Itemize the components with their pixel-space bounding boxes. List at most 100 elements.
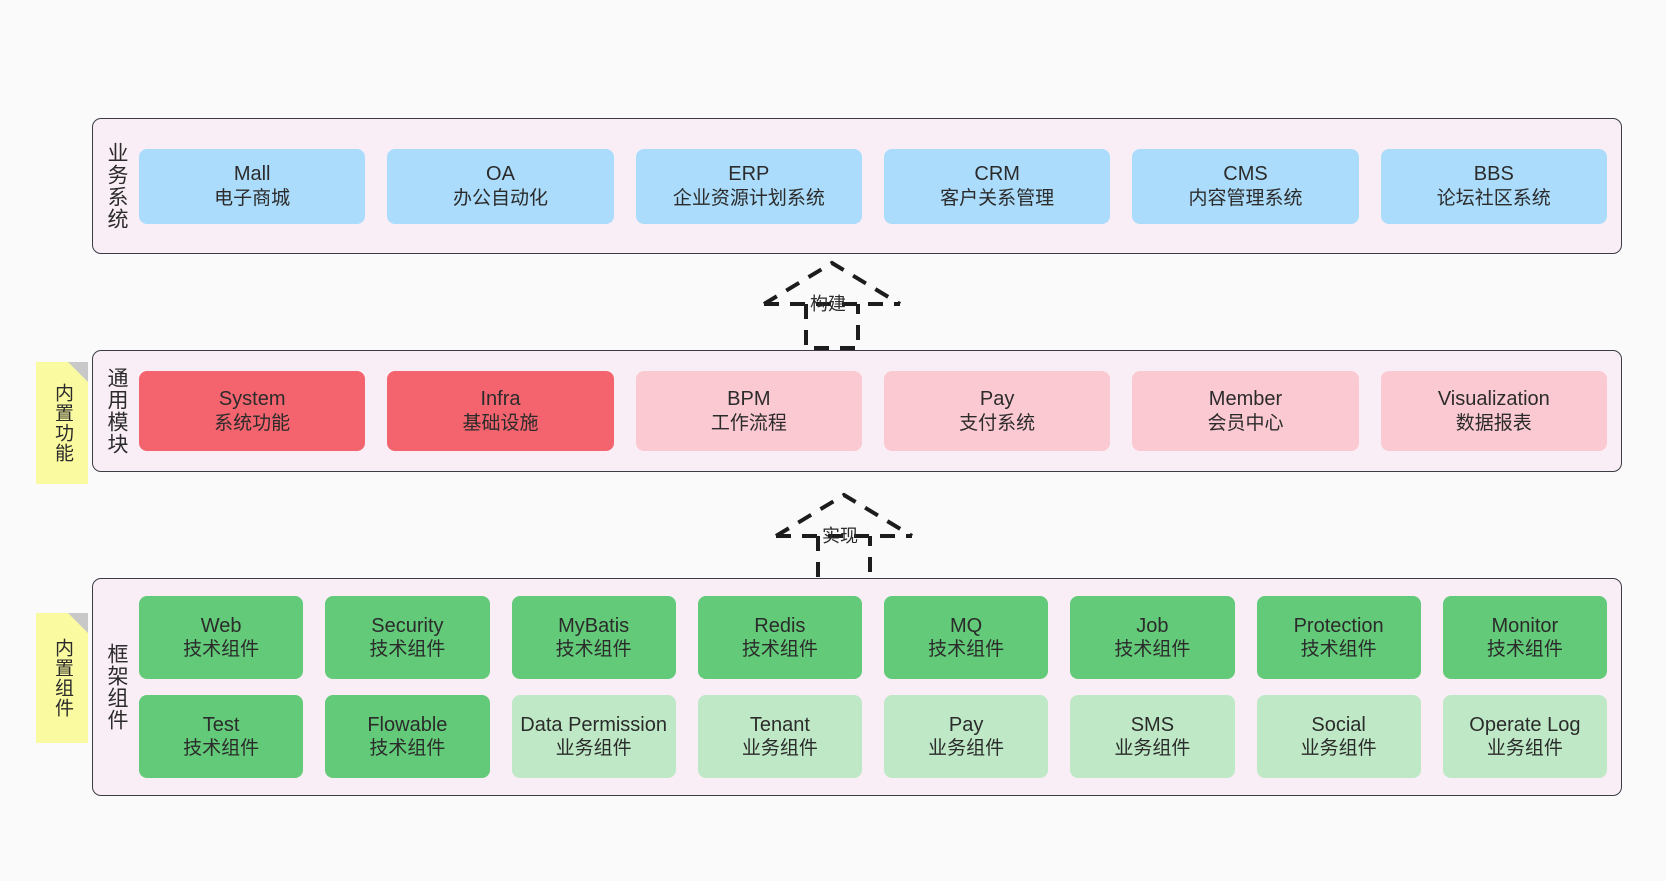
card-subtitle: 技术组件	[1486, 639, 1563, 661]
card-subtitle: 业务组件	[1486, 738, 1563, 760]
card-title: OA	[486, 163, 515, 186]
card-subtitle: 业务组件	[1114, 738, 1191, 760]
card-title: SMS	[1130, 713, 1175, 736]
connector-build: 构建	[760, 258, 905, 350]
card-subtitle: 技术组件	[183, 738, 260, 760]
card-crm[interactable]: CRM 客户关系管理	[883, 148, 1111, 224]
card-title: CMS	[1223, 163, 1268, 186]
layer-label-business-systems: 业务系统	[104, 142, 128, 230]
card-social[interactable]: Social 业务组件	[1256, 695, 1421, 778]
card-erp[interactable]: ERP 企业资源计划系统	[635, 148, 862, 224]
card-title: Test	[202, 713, 240, 736]
layer-label-common-modules: 通用模块	[104, 367, 128, 455]
layer-body-business-systems: Mall 电子商城 OA 办公自动化 ERP 企业资源计划系统 CRM 客户关系…	[139, 119, 1621, 253]
note-builtin-components: 内置组件	[36, 613, 88, 743]
card-security[interactable]: Security 技术组件	[325, 596, 490, 679]
card-title: Monitor	[1491, 614, 1559, 637]
card-test[interactable]: Test 技术组件	[139, 695, 304, 778]
card-job[interactable]: Job 技术组件	[1070, 596, 1235, 679]
card-title: BBS	[1473, 163, 1514, 186]
card-subtitle: 技术组件	[555, 639, 632, 661]
card-mybatis[interactable]: MyBatis 技术组件	[511, 596, 676, 679]
card-sms[interactable]: SMS 业务组件	[1070, 695, 1235, 778]
card-title: Mall	[233, 163, 271, 186]
card-title: MQ	[950, 614, 983, 637]
card-subtitle: 电子商城	[214, 187, 291, 209]
card-data-permission[interactable]: Data Permission 业务组件	[511, 695, 676, 778]
card-title: Visualization	[1437, 388, 1550, 411]
card-mq[interactable]: MQ 技术组件	[884, 596, 1049, 679]
card-subtitle: 会员中心	[1207, 412, 1284, 434]
card-subtitle: 支付系统	[959, 412, 1036, 434]
card-subtitle: 技术组件	[183, 639, 260, 661]
card-subtitle: 系统功能	[214, 412, 291, 434]
layer-body-common-modules: System 系统功能 Infra 基础设施 BPM 工作流程 Pay 支付系统…	[139, 351, 1621, 471]
card-pay-component[interactable]: Pay 业务组件	[884, 695, 1049, 778]
card-infra[interactable]: Infra 基础设施	[387, 371, 614, 451]
card-visualization[interactable]: Visualization 数据报表	[1380, 371, 1607, 451]
card-subtitle: 业务组件	[1300, 738, 1377, 760]
card-title: Job	[1136, 614, 1169, 637]
card-row: Test 技术组件 Flowable 技术组件 Data Permission …	[139, 695, 1607, 778]
note-fold-corner-icon	[68, 613, 88, 633]
card-oa[interactable]: OA 办公自动化	[387, 148, 614, 224]
card-row: Mall 电子商城 OA 办公自动化 ERP 企业资源计划系统 CRM 客户关系…	[139, 148, 1607, 224]
card-member[interactable]: Member 会员中心	[1132, 371, 1359, 451]
card-title: System	[218, 388, 286, 411]
card-title: Infra	[480, 388, 521, 411]
card-subtitle: 内容管理系统	[1188, 187, 1303, 209]
card-title: ERP	[728, 163, 770, 186]
note-builtin-functions: 内置功能	[36, 362, 88, 484]
card-row: Web 技术组件 Security 技术组件 MyBatis 技术组件 Redi…	[139, 596, 1607, 679]
card-bbs[interactable]: BBS 论坛社区系统	[1380, 148, 1607, 224]
card-subtitle: 技术组件	[928, 639, 1005, 661]
card-subtitle: 技术组件	[741, 639, 818, 661]
card-web[interactable]: Web 技术组件	[139, 596, 304, 679]
dashed-hollow-arrow-icon	[774, 492, 914, 582]
card-title: MyBatis	[558, 614, 630, 637]
card-title: Flowable	[367, 713, 448, 736]
card-title: Data Permission	[520, 713, 667, 736]
card-tenant[interactable]: Tenant 业务组件	[697, 695, 862, 778]
card-operate-log[interactable]: Operate Log 业务组件	[1442, 695, 1607, 778]
card-title: Redis	[754, 614, 806, 637]
card-title: Social	[1311, 713, 1366, 736]
layer-label-framework-components: 框架组件	[104, 643, 128, 731]
connector-implement: 实现	[772, 490, 917, 582]
card-subtitle: 技术组件	[369, 738, 446, 760]
card-subtitle: 客户关系管理	[940, 187, 1055, 209]
card-redis[interactable]: Redis 技术组件	[697, 596, 862, 679]
card-subtitle: 论坛社区系统	[1436, 187, 1551, 209]
card-monitor[interactable]: Monitor 技术组件	[1442, 596, 1607, 679]
layer-framework-components: 框架组件 Web 技术组件 Security 技术组件 MyBatis 技术组件…	[92, 578, 1622, 796]
card-subtitle: 基础设施	[462, 412, 539, 434]
card-pay-module[interactable]: Pay 支付系统	[883, 371, 1111, 451]
card-subtitle: 工作流程	[710, 412, 787, 434]
card-title: Web	[200, 614, 242, 637]
note-label: 内置组件	[52, 638, 74, 718]
card-subtitle: 技术组件	[1114, 639, 1191, 661]
layer-body-framework-components: Web 技术组件 Security 技术组件 MyBatis 技术组件 Redi…	[139, 579, 1621, 795]
card-subtitle: 办公自动化	[452, 187, 548, 209]
card-title: CRM	[974, 163, 1020, 186]
card-title: Pay	[948, 713, 984, 736]
card-system[interactable]: System 系统功能	[139, 371, 366, 451]
card-flowable[interactable]: Flowable 技术组件	[325, 695, 490, 778]
card-cms[interactable]: CMS 内容管理系统	[1132, 148, 1359, 224]
card-title: BPM	[727, 388, 771, 411]
card-title: Protection	[1293, 614, 1384, 637]
layer-business-systems: 业务系统 Mall 电子商城 OA 办公自动化 ERP 企业资源计划系统 CRM…	[92, 118, 1622, 254]
connector-label-implement: 实现	[822, 526, 858, 546]
card-protection[interactable]: Protection 技术组件	[1256, 596, 1421, 679]
card-subtitle: 数据报表	[1455, 412, 1532, 434]
connector-label-build: 构建	[810, 294, 846, 314]
card-subtitle: 技术组件	[369, 639, 446, 661]
card-title: Security	[371, 614, 444, 637]
card-mall[interactable]: Mall 电子商城	[139, 148, 366, 224]
card-subtitle: 业务组件	[741, 738, 818, 760]
card-subtitle: 技术组件	[1300, 639, 1377, 661]
card-title: Member	[1208, 388, 1283, 411]
card-bpm[interactable]: BPM 工作流程	[635, 371, 862, 451]
note-fold-corner-icon	[68, 362, 88, 382]
